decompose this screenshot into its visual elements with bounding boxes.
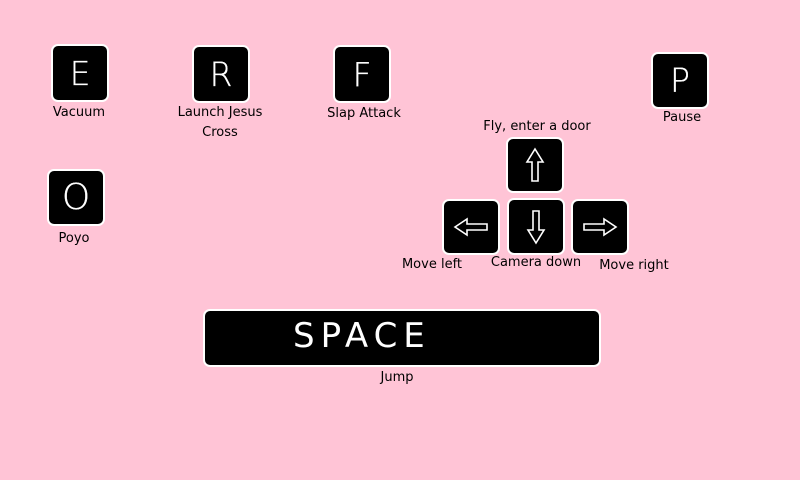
r-key-letter: R bbox=[209, 54, 233, 94]
o-key-label: Poyo bbox=[58, 231, 90, 246]
space-key-label: Jump bbox=[380, 370, 414, 385]
up-key-label: Fly, enter a door bbox=[483, 119, 591, 134]
e-key-label: Vacuum bbox=[52, 105, 106, 120]
arrow-right-icon bbox=[583, 217, 618, 237]
o-key-letter: O bbox=[61, 176, 91, 218]
p-key-letter: P bbox=[670, 61, 690, 100]
f-key-label: Slap Attack bbox=[327, 106, 401, 121]
e-key-letter: E bbox=[69, 53, 91, 93]
arrow-up-icon bbox=[525, 147, 545, 182]
arrow-down-icon bbox=[526, 209, 546, 245]
left-key bbox=[442, 199, 500, 255]
left-key-label: Move left bbox=[401, 257, 463, 272]
o-key: O bbox=[47, 169, 105, 226]
down-key bbox=[507, 198, 565, 255]
arrow-left-icon bbox=[453, 217, 488, 237]
space-key-letter: SPACE bbox=[293, 316, 431, 356]
p-key: P bbox=[651, 52, 709, 109]
r-key: R bbox=[192, 45, 250, 103]
up-key bbox=[506, 137, 564, 193]
down-key-label: Camera down bbox=[490, 255, 582, 270]
p-key-label: Pause bbox=[662, 110, 702, 125]
r-key-label: Launch Jesus Cross bbox=[165, 103, 275, 143]
f-key: F bbox=[333, 45, 391, 103]
right-key-label: Move right bbox=[599, 258, 669, 273]
space-key: SPACE bbox=[203, 309, 601, 367]
e-key: E bbox=[51, 44, 109, 102]
f-key-letter: F bbox=[352, 54, 372, 94]
r-key-label-line1: Launch Jesus bbox=[177, 105, 263, 120]
r-key-label-line2: Cross bbox=[202, 125, 238, 140]
right-key bbox=[571, 199, 629, 255]
